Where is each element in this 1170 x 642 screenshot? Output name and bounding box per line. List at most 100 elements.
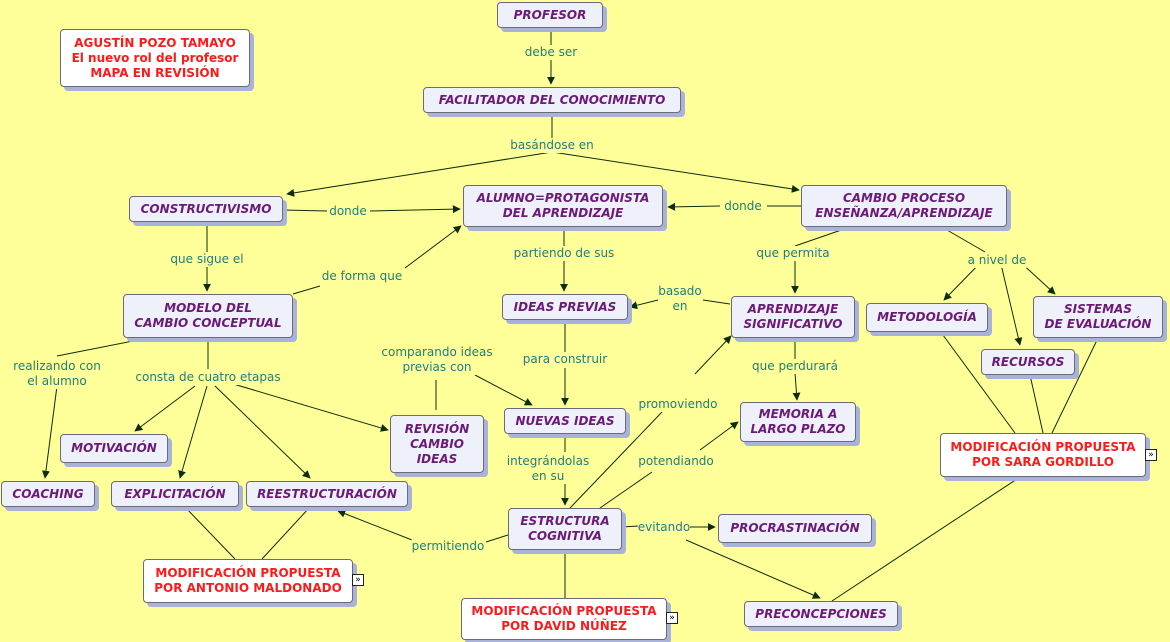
concept-node-motivacion[interactable]: MOTIVACIÓN [60, 434, 168, 463]
concept-node-text: METODOLOGÍA [877, 310, 977, 324]
double-chevron-right-icon[interactable]: » [666, 612, 678, 624]
link-label-que-permita: que permita [756, 246, 830, 261]
concept-node-profesor[interactable]: PROFESOR [497, 2, 603, 28]
concept-node-text: POR DAVID NÚÑEZ [501, 619, 627, 633]
concept-node-text: POR ANTONIO MALDONADO [154, 581, 342, 595]
connector-line [261, 506, 311, 560]
link-label-text: realizando con [13, 359, 101, 373]
concept-node-text: AGUSTÍN POZO TAMAYO [74, 35, 236, 50]
connector-line [282, 209, 328, 212]
connector-line [939, 330, 1016, 434]
concept-node-text: APRENDIZAJE [747, 302, 839, 316]
link-label-permitiendo: permitiendo [411, 539, 485, 554]
connector-line [178, 385, 208, 479]
concept-node-text: SISTEMAS [1063, 302, 1132, 316]
concept-node-reestructuracion[interactable]: REESTRUCTURACIÓN [246, 481, 408, 507]
concept-node-nuevas-ideas[interactable]: NUEVAS IDEAS [504, 408, 626, 434]
concept-node-text: DEL APRENDIZAJE [502, 206, 624, 220]
link-label-potendiando: potendiando [638, 454, 714, 469]
link-label-partiendo-de-sus: partiendo de sus [513, 246, 615, 261]
connector-line [485, 534, 509, 543]
link-label-text: que permita [756, 246, 830, 260]
concept-node-text: CAMBIO PROCESO [842, 191, 966, 205]
link-label-text: integrándolas [506, 454, 590, 468]
link-label-text: en [672, 299, 688, 313]
link-label-a-nivel-de: a nivel de [967, 253, 1027, 268]
concept-node-text: MAPA EN REVISIÓN [90, 65, 220, 80]
link-label-promoviendo: promoviendo [638, 397, 718, 412]
double-chevron-right-icon[interactable]: » [1145, 449, 1157, 461]
concept-node-text: MEMORIA A [758, 407, 838, 421]
concept-node-explicitacion[interactable]: EXPLICITACIÓN [111, 481, 239, 507]
link-label-debe-ser: debe ser [524, 45, 578, 60]
concept-node-recursos[interactable]: RECURSOS [981, 349, 1075, 375]
concept-node-text: PRECONCEPCIONES [755, 606, 887, 621]
concept-node-facilitador[interactable]: FACILITADOR DEL CONOCIMIENTO [423, 87, 681, 113]
concept-node-text: LARGO PLAZO [750, 422, 846, 436]
link-label-text: a nivel de [967, 253, 1027, 267]
link-label-que-perdurara: que perdurará [752, 359, 838, 374]
concept-node-metodologia[interactable]: METODOLOGÍA [866, 303, 988, 332]
link-label-text: partiendo de sus [513, 246, 615, 260]
link-label-text: basándose en [510, 138, 594, 152]
link-label-para-construir: para construir [522, 352, 608, 367]
connector-line [792, 372, 801, 401]
link-label-text: para construir [522, 352, 608, 366]
concept-node-coaching[interactable]: COACHING [1, 481, 95, 507]
link-label-donde-1: donde [329, 204, 367, 219]
link-label-text: de forma que [321, 269, 403, 283]
connector-line [685, 539, 821, 599]
concept-node-text: NUEVAS IDEAS [515, 413, 615, 428]
connector-line [999, 259, 1023, 346]
concept-node-text: CAMBIO [410, 436, 464, 451]
concept-node-text: DE EVALUACIÓN [1044, 317, 1152, 331]
concept-node-text: SIGNIFICATIVO [743, 317, 843, 331]
connector-line [229, 382, 389, 432]
concept-node-ideas-previas[interactable]: IDEAS PREVIAS [502, 294, 628, 320]
concept-node-text: PROFESOR [513, 7, 587, 22]
link-label-text: donde [329, 204, 367, 218]
concept-node-text: REESTRUCTURACIÓN [257, 486, 397, 501]
concept-node-text: FACILITADOR DEL CONOCIMIENTO [438, 92, 666, 107]
concept-node-text: El nuevo rol del profesor [71, 50, 239, 65]
concept-node-preconcepciones[interactable]: PRECONCEPCIONES [744, 601, 898, 627]
concept-node-constructivismo[interactable]: CONSTRUCTIVISMO [129, 196, 283, 222]
connector-line [404, 225, 462, 269]
connector-line [56, 337, 149, 357]
connector-line [474, 374, 533, 406]
link-label-text: en su [531, 469, 565, 483]
concept-node-text: MODELO DEL [164, 301, 252, 315]
connector-line [699, 421, 739, 451]
link-label-text: comparando ideas [381, 345, 493, 359]
link-label-text: debe ser [524, 45, 578, 59]
connector-line [1051, 337, 1099, 434]
link-label-de-forma-que: de forma que [321, 269, 403, 284]
concept-node-text: ENSEÑANZA/APRENDIZAJE [815, 206, 993, 220]
double-chevron-right-icon[interactable]: » [352, 574, 364, 586]
connector-line [1029, 374, 1044, 434]
concept-node-text: REVISIÓN [404, 421, 470, 436]
concept-node-text: MODIFICACIÓN PROPUESTA [471, 604, 657, 618]
link-label-text: evitando [637, 520, 691, 534]
connector-line [702, 299, 731, 305]
concept-node-text: IDEAS [416, 451, 458, 466]
concept-node-procrastinacion[interactable]: PROCRASTINACIÓN [718, 514, 872, 543]
concept-node-text: ESTRUCTURA [520, 514, 610, 528]
connector-line [292, 285, 321, 295]
connector-line [551, 151, 800, 193]
concept-node-text: RECURSOS [991, 354, 1065, 369]
link-label-text: donde [724, 199, 762, 213]
